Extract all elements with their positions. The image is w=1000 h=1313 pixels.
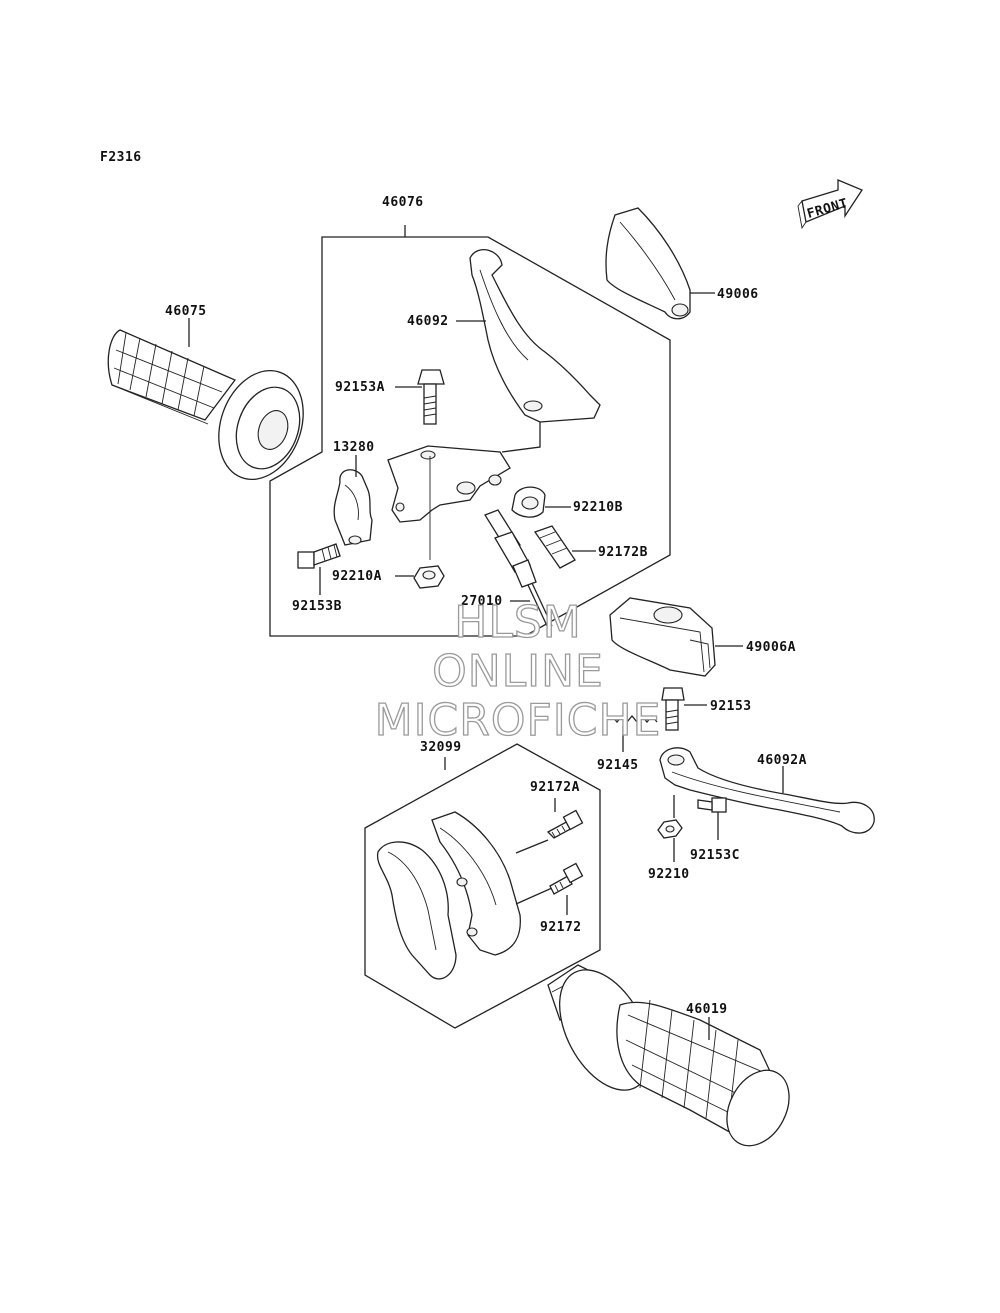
- spring-92145: 92145: [597, 714, 658, 773]
- assembly-box-32099: 32099: [364, 740, 601, 1029]
- nut-92210: 92210: [648, 819, 690, 882]
- cover-49006A: 49006A: [609, 597, 796, 677]
- label-49006A: 49006A: [746, 640, 796, 655]
- throttle-housing: [376, 811, 553, 980]
- cable-27010: 27010: [461, 509, 553, 629]
- bolt-92153C: 92153C: [690, 797, 740, 863]
- label-92210A: 92210A: [332, 569, 382, 584]
- figure-code: F2316: [100, 150, 142, 165]
- lever-46092A: 46092A: [659, 747, 875, 834]
- lever-46092: 46092: [407, 249, 601, 453]
- watermark-line-2: ONLINE: [432, 646, 604, 697]
- watermark-line-1: HLSM: [454, 597, 582, 648]
- bolt-92153B: 92153B: [292, 543, 342, 614]
- label-92210B: 92210B: [573, 500, 623, 515]
- label-92153B: 92153B: [292, 599, 342, 614]
- label-46076: 46076: [382, 195, 424, 210]
- watermark-line-3: MICROFICHE: [375, 695, 662, 746]
- label-92153A: 92153A: [335, 380, 385, 395]
- cover-49006: 49006: [605, 207, 759, 320]
- label-46019: 46019: [686, 1002, 728, 1017]
- label-92153C: 92153C: [690, 848, 740, 863]
- lever-holder: [387, 445, 511, 560]
- grip-46075: 46075: [107, 304, 304, 481]
- label-49006: 49006: [717, 287, 759, 302]
- assembly-box-46076: 46076: [269, 195, 671, 637]
- bushing-92210B: 92210B: [511, 486, 623, 518]
- label-46092A: 46092A: [757, 753, 807, 768]
- screw-92172A: 92172A: [530, 780, 584, 839]
- label-92172: 92172: [540, 920, 582, 935]
- screw-92172B: 92172B: [533, 525, 648, 569]
- label-92172B: 92172B: [598, 545, 648, 560]
- label-13280: 13280: [333, 440, 375, 455]
- nut-92210A: 92210A: [332, 565, 445, 589]
- bolt-92153: 92153: [661, 687, 752, 731]
- label-32099: 32099: [420, 740, 462, 755]
- watermark: HLSM ONLINE MICROFICHE: [374, 596, 662, 746]
- screw-92172: 92172: [540, 862, 584, 935]
- label-92210: 92210: [648, 867, 690, 882]
- label-92145: 92145: [597, 758, 639, 773]
- label-46075: 46075: [165, 304, 207, 319]
- label-27010: 27010: [461, 594, 503, 609]
- label-46092: 46092: [407, 314, 449, 329]
- bolt-92153A: 92153A: [335, 369, 445, 425]
- clamp-13280: 13280: [333, 440, 375, 546]
- label-92153: 92153: [710, 699, 752, 714]
- front-arrow-icon: FRONT: [797, 179, 863, 230]
- throttle-grip-46019: 46019: [547, 964, 790, 1147]
- label-92172A: 92172A: [530, 780, 580, 795]
